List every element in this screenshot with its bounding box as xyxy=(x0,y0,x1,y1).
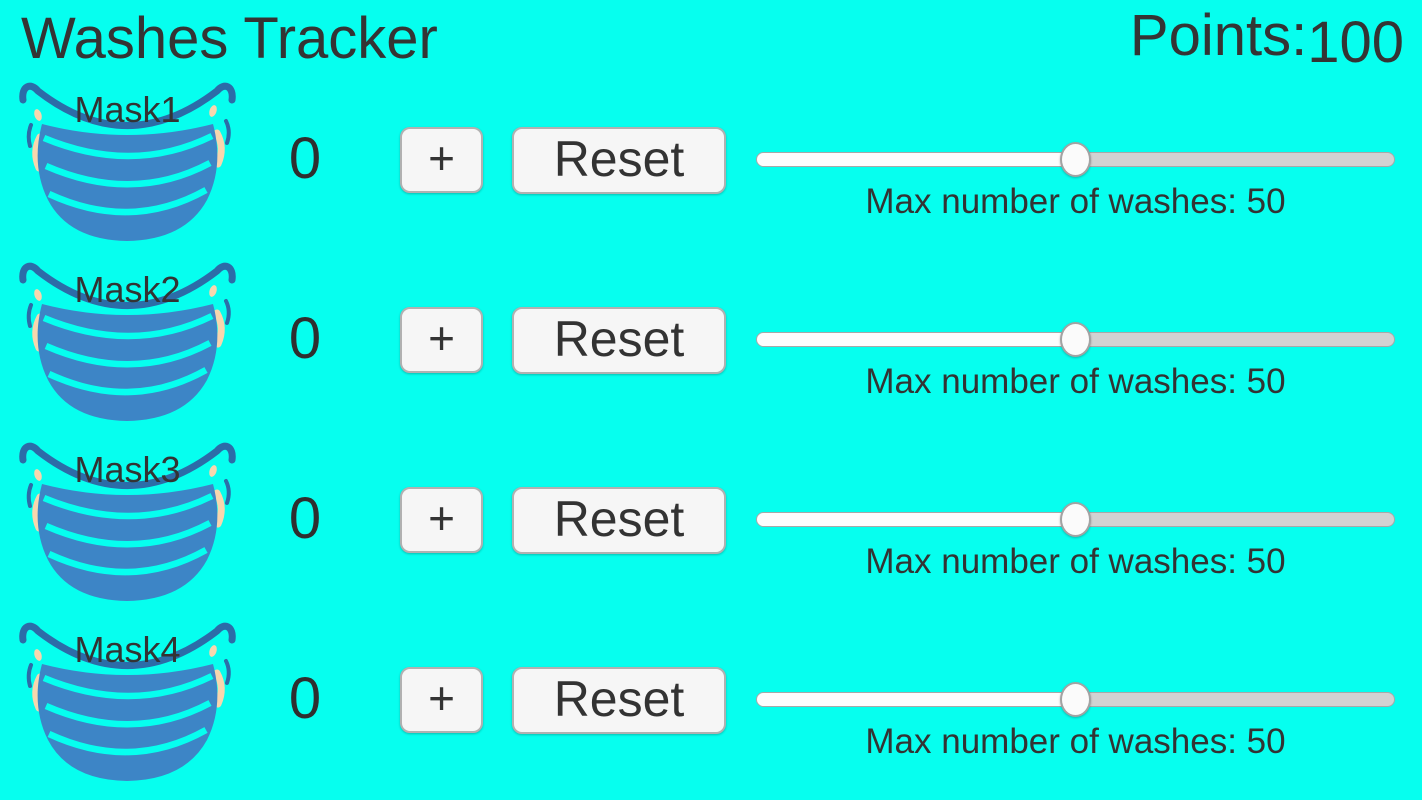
mask-name-label: Mask1 xyxy=(74,89,181,130)
increment-button[interactable]: + xyxy=(400,127,483,193)
face-mask-icon: Mask3 xyxy=(15,440,240,605)
max-washes-label: Max number of washes: 50 xyxy=(865,182,1286,221)
wash-count: 0 xyxy=(288,666,322,731)
page-title: Washes Tracker xyxy=(21,6,438,71)
reset-button[interactable]: Reset xyxy=(512,667,726,734)
max-washes-label: Max number of washes: 50 xyxy=(865,362,1286,401)
increment-button[interactable]: + xyxy=(400,487,483,553)
reset-button[interactable]: Reset xyxy=(512,487,726,554)
mask-row: Mask4 0 + Reset Max number of washes: 50 xyxy=(0,618,1422,798)
wash-count: 0 xyxy=(288,126,322,191)
increment-button[interactable]: + xyxy=(400,307,483,373)
max-washes-slider[interactable] xyxy=(756,500,1395,538)
mask-row: Mask1 0 + Reset Max number of washes: 50 xyxy=(0,78,1422,258)
max-washes-label: Max number of washes: 50 xyxy=(865,542,1286,581)
max-washes-slider[interactable] xyxy=(756,320,1395,358)
points-display: Points:100 xyxy=(1129,2,1404,75)
max-washes-label: Max number of washes: 50 xyxy=(865,722,1286,761)
mask-name-label: Mask4 xyxy=(74,629,181,670)
wash-count: 0 xyxy=(288,486,322,551)
mask-row: Mask2 0 + Reset Max number of washes: 50 xyxy=(0,258,1422,438)
face-mask-icon: Mask2 xyxy=(15,260,240,425)
mask-name-label: Mask3 xyxy=(74,449,181,490)
max-washes-slider[interactable] xyxy=(756,140,1395,178)
mask-row: Mask3 0 + Reset Max number of washes: 50 xyxy=(0,438,1422,618)
points-value: 100 xyxy=(1307,10,1404,75)
reset-button[interactable]: Reset xyxy=(512,307,726,374)
reset-button[interactable]: Reset xyxy=(512,127,726,194)
wash-count: 0 xyxy=(288,306,322,371)
face-mask-icon: Mask4 xyxy=(15,620,240,785)
increment-button[interactable]: + xyxy=(400,667,483,733)
max-washes-slider[interactable] xyxy=(756,680,1395,718)
face-mask-icon: Mask1 xyxy=(15,80,240,245)
points-label: Points: xyxy=(1129,3,1308,68)
mask-name-label: Mask2 xyxy=(74,269,181,310)
